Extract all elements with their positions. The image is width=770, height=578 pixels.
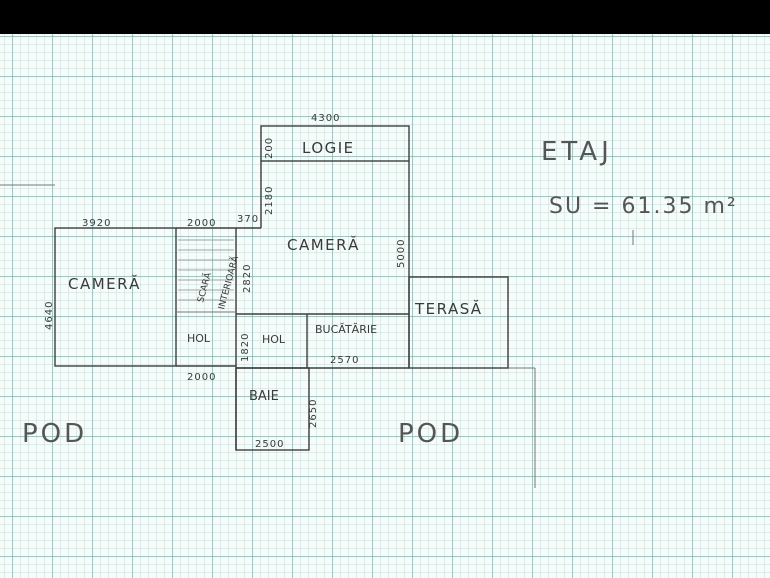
room-scara-interioara: INTERIOARĂ <box>215 254 241 311</box>
room-terasa: TERASĂ <box>414 299 483 318</box>
dim-hol-left-width: 2000 <box>187 372 216 383</box>
room-pod-right: POD <box>398 419 463 449</box>
stair-steps <box>178 239 234 301</box>
dim-camera-left-width: 3920 <box>82 218 111 229</box>
dim-center-right: 5000 <box>396 239 407 268</box>
room-baie: BAIE <box>249 389 279 404</box>
terasa-wall <box>408 276 509 369</box>
graph-paper <box>0 34 770 578</box>
room-hol-left: HOL <box>187 332 211 345</box>
dim-stair-width: 2000 <box>187 218 216 229</box>
dim-baie-width: 2500 <box>255 439 284 450</box>
floor-title: ETAJ <box>541 137 613 167</box>
dim-baie-depth: 2650 <box>308 399 319 428</box>
camera-left-wall <box>54 227 177 367</box>
walls <box>54 125 509 451</box>
dim-center-upper: 2180 <box>264 186 275 215</box>
dim-hol-depth: 1820 <box>240 333 251 362</box>
dim-wall-gap: 370 <box>237 214 259 225</box>
baie-wall <box>235 367 310 451</box>
dim-bucatarie-width: 2570 <box>330 355 359 366</box>
room-bucatarie: BUCĂTĂRIE <box>315 323 377 336</box>
room-logie: LOGIE <box>302 139 355 157</box>
room-pod-left: POD <box>22 419 87 449</box>
dim-camera-left-depth: 4640 <box>44 301 55 330</box>
dim-logie-depth: 200 <box>264 137 275 159</box>
room-scara: SCARĂ <box>194 270 214 303</box>
logie-wall <box>260 125 410 162</box>
top-black-bar <box>0 0 770 34</box>
room-camera-left: CAMERĂ <box>68 274 141 293</box>
room-hol-center: HOL <box>262 333 286 346</box>
dim-logie-width: 4300 <box>311 113 340 124</box>
area-label: SU = 61.35 m² <box>549 194 738 219</box>
room-camera-center: CAMERĂ <box>287 235 360 254</box>
dim-center-lower: 2820 <box>242 264 253 293</box>
